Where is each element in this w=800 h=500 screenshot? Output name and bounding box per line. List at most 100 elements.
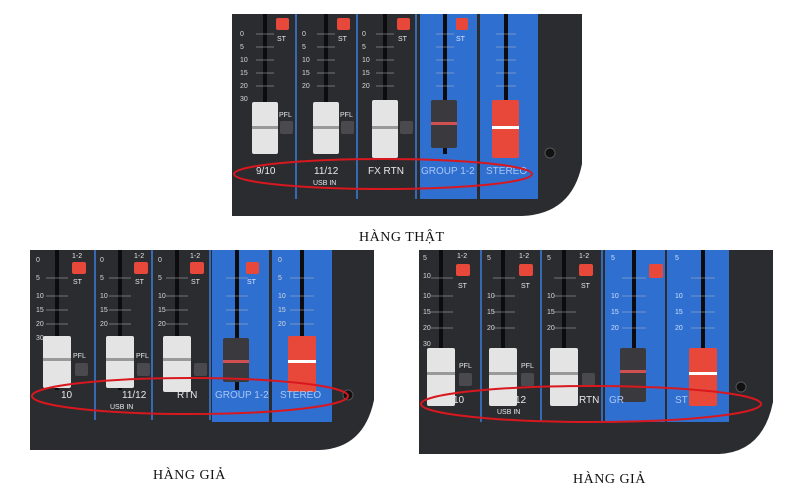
fader-knob[interactable] xyxy=(288,336,316,392)
st-button[interactable] xyxy=(134,262,148,274)
channel-label: 10 xyxy=(61,390,73,401)
fader-knob[interactable] xyxy=(492,100,519,158)
scale-number: 5 xyxy=(158,275,162,282)
pfl-button[interactable] xyxy=(341,121,354,134)
scale-number: 20 xyxy=(302,83,310,90)
st-button[interactable] xyxy=(649,264,663,278)
fader-knob[interactable] xyxy=(489,348,517,406)
channel-label: 12 xyxy=(515,395,527,406)
st-label: ST xyxy=(247,279,257,286)
highlight-ellipse xyxy=(420,385,762,423)
bus-label: 1-2 xyxy=(579,253,589,260)
st-button[interactable] xyxy=(276,18,289,30)
scale-number: 5 xyxy=(487,255,491,262)
pfl-label: PFL xyxy=(279,112,292,119)
group-label: GROUP 1-2 xyxy=(421,166,475,177)
st-button[interactable] xyxy=(246,262,259,274)
panel-screw xyxy=(544,147,556,159)
stereo-label: ST xyxy=(675,395,688,406)
scale-number: 20 xyxy=(278,321,286,328)
scale-number: 20 xyxy=(100,321,108,328)
st-button[interactable] xyxy=(397,18,410,30)
scale-number: 0 xyxy=(100,257,104,264)
scale-number: 0 xyxy=(36,257,40,264)
pfl-button[interactable] xyxy=(75,363,88,376)
pfl-button[interactable] xyxy=(194,363,207,376)
scale-number: 10 xyxy=(675,293,683,300)
scale-number: 0 xyxy=(240,31,244,38)
st-button[interactable] xyxy=(190,262,204,274)
st-button[interactable] xyxy=(456,18,468,30)
scale-number: 15 xyxy=(547,309,555,316)
fader-knob[interactable] xyxy=(550,348,578,406)
fader-knob[interactable] xyxy=(43,336,71,388)
st-label: ST xyxy=(458,283,468,290)
scale-number: 0 xyxy=(362,31,366,38)
real-caption: HÀNG THẬT xyxy=(359,230,445,245)
scale-number: 15 xyxy=(100,307,108,314)
fake-caption-2: HÀNG GIẢ xyxy=(573,472,646,487)
group-label: GROUP 1-2 xyxy=(215,390,269,401)
st-label: ST xyxy=(456,36,466,43)
st-button[interactable] xyxy=(72,262,86,274)
fader-knob[interactable] xyxy=(689,348,717,406)
scale-number: 15 xyxy=(423,309,431,316)
st-button[interactable] xyxy=(519,264,533,276)
st-label: ST xyxy=(581,283,591,290)
pfl-button[interactable] xyxy=(137,363,150,376)
fader-knob[interactable] xyxy=(223,338,249,382)
pfl-label: PFL xyxy=(340,112,353,119)
fake-mixer-photo-1: 0 5 10 15 20 30 0 5 10 15 20 0 5 10 15 2… xyxy=(30,250,374,450)
bus-label: 1-2 xyxy=(134,253,144,260)
pfl-button[interactable] xyxy=(521,373,534,386)
bus-label: 1-2 xyxy=(519,253,529,260)
bus-label: 1-2 xyxy=(190,253,200,260)
fader-knob[interactable] xyxy=(106,336,134,388)
fader-knob[interactable] xyxy=(313,102,339,154)
usb-in-label: USB IN xyxy=(110,404,133,411)
scale-number: 15 xyxy=(240,70,248,77)
scale-number: 20 xyxy=(675,325,683,332)
pfl-label: PFL xyxy=(73,353,86,360)
scale-number: 10 xyxy=(302,57,310,64)
scale-number: 30 xyxy=(36,335,44,342)
pfl-button[interactable] xyxy=(280,121,293,134)
st-label: ST xyxy=(398,36,408,43)
st-button[interactable] xyxy=(337,18,350,30)
fader-knob[interactable] xyxy=(620,348,646,402)
scale-number: 5 xyxy=(675,255,679,262)
scale-number: 5 xyxy=(302,44,306,51)
scale-number: 0 xyxy=(278,257,282,264)
st-button[interactable] xyxy=(579,264,593,276)
fader-knob[interactable] xyxy=(427,348,455,406)
scale-number: 10 xyxy=(362,57,370,64)
pfl-label: PFL xyxy=(459,363,472,370)
real-mixer-photo: 0 5 10 15 20 30 0 5 10 15 20 0 5 10 15 2… xyxy=(232,14,582,216)
scale-number: 20 xyxy=(547,325,555,332)
scale-number: 10 xyxy=(100,293,108,300)
st-label: ST xyxy=(135,279,145,286)
channel-label: 11/12 xyxy=(314,166,339,177)
channel-label: RTN xyxy=(177,390,197,401)
st-button[interactable] xyxy=(456,264,470,276)
pfl-button[interactable] xyxy=(459,373,472,386)
scale-number: 20 xyxy=(240,83,248,90)
fader-knob[interactable] xyxy=(252,102,278,154)
scale-number: 15 xyxy=(362,70,370,77)
scale-number: 5 xyxy=(36,275,40,282)
scale-number: 5 xyxy=(547,255,551,262)
scale-number: 10 xyxy=(158,293,166,300)
scale-number: 15 xyxy=(278,307,286,314)
fader-knob[interactable] xyxy=(431,100,457,148)
highlight-ellipse xyxy=(233,158,533,190)
pfl-button[interactable] xyxy=(582,373,595,386)
scale-number: 20 xyxy=(158,321,166,328)
scale-number: 5 xyxy=(100,275,104,282)
scale-number: 20 xyxy=(423,325,431,332)
channel-label: RTN xyxy=(579,395,599,406)
channel-label: 9/10 xyxy=(256,166,276,177)
fader-knob[interactable] xyxy=(372,100,398,158)
pfl-button[interactable] xyxy=(400,121,413,134)
fader-knob[interactable] xyxy=(163,336,191,392)
scale-number: 15 xyxy=(36,307,44,314)
